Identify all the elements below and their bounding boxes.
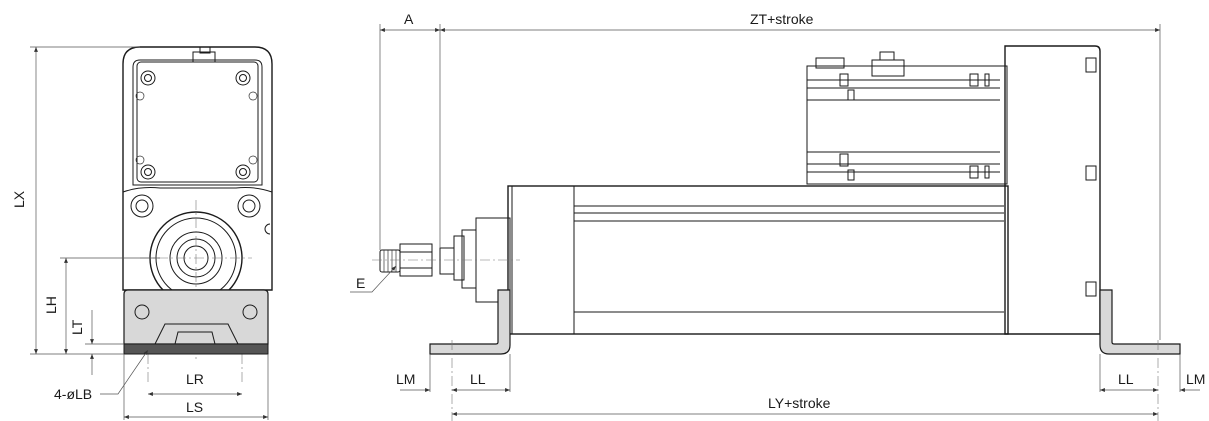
dim-label-ll-right: LL bbox=[1118, 371, 1134, 387]
dim-label-lt: LT bbox=[69, 319, 85, 335]
dim-label-lm-left: LM bbox=[396, 371, 415, 387]
adaptor-screws bbox=[135, 70, 258, 180]
front-view bbox=[30, 46, 273, 420]
dim-label-ly: LY+stroke bbox=[768, 395, 831, 411]
dim-label-ll-left: LL bbox=[470, 371, 486, 387]
motor bbox=[806, 51, 1008, 185]
dim-label-lh: LH bbox=[43, 296, 59, 314]
side-view bbox=[350, 24, 1200, 421]
dim-label-lb: 4-øLB bbox=[54, 386, 92, 402]
foot-bracket-left bbox=[429, 289, 511, 355]
foot-bracket-front bbox=[123, 289, 269, 355]
dim-label-lx: LX bbox=[11, 190, 27, 208]
foot-bracket-right bbox=[1099, 289, 1181, 355]
dim-label-lm-right: LM bbox=[1186, 371, 1205, 387]
dim-label-zt: ZT+stroke bbox=[750, 11, 814, 27]
dim-label-a: A bbox=[404, 11, 414, 27]
actuator-body bbox=[507, 185, 1009, 335]
dim-label-e: E bbox=[356, 275, 365, 291]
dim-label-lr: LR bbox=[186, 371, 204, 387]
dim-label-ls: LS bbox=[186, 399, 203, 415]
